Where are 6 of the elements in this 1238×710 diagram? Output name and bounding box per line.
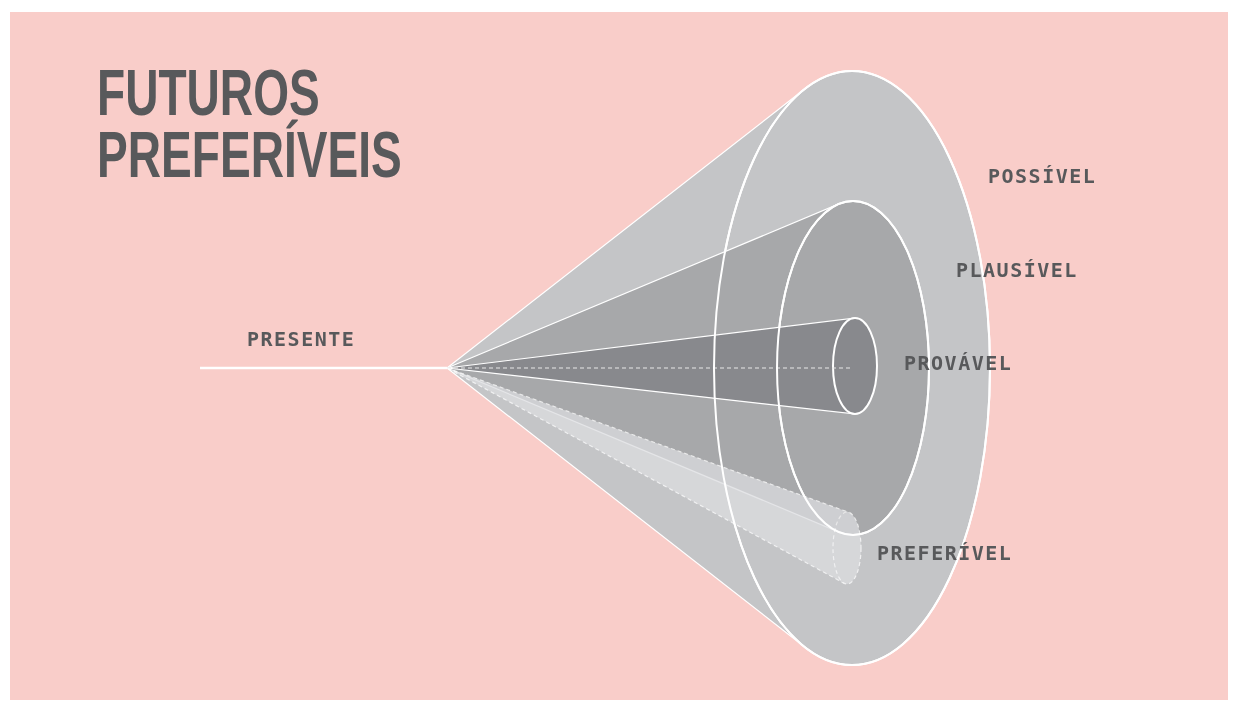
cone-label: PLAUSÍVEL xyxy=(956,258,1078,282)
title: FUTUROS PREFERÍVEIS xyxy=(97,62,403,186)
cone-label: POSSÍVEL xyxy=(988,164,1097,188)
cone-label: PRESENTE xyxy=(247,327,356,351)
cone-label: PROVÁVEL xyxy=(904,351,1013,375)
cone-label: PREFERÍVEL xyxy=(877,541,1013,565)
